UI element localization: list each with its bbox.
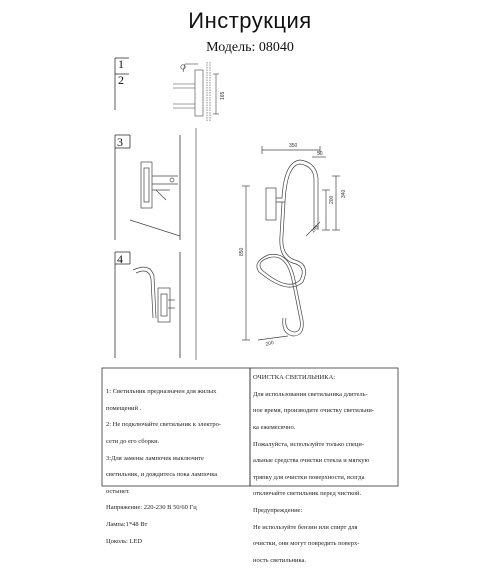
- step-1-number: 1: [118, 57, 124, 71]
- warning-line: ность светильника.: [253, 556, 307, 564]
- step-1-2-frame: [114, 57, 129, 110]
- cleaning-line: ка ежемесячно.: [253, 424, 296, 432]
- dim-base-width: 200: [265, 340, 275, 348]
- dim-width-top: 350: [289, 143, 298, 149]
- step-2-number: 2: [118, 73, 124, 87]
- cleaning-notes: ОЧИСТКА СВЕТИЛЬНИКА: Для использования с…: [253, 366, 397, 573]
- dim-side-small: 50: [317, 151, 323, 157]
- lamp-spec: Лампа:1*48 Вт: [106, 521, 148, 529]
- safety-notes: 1: Светильник предназначен для жилых пом…: [106, 380, 248, 554]
- step-4-frame: [114, 251, 181, 358]
- step-1-wall-mount-figure: [173, 62, 219, 122]
- safety-line: сети до его сборки.: [106, 438, 160, 446]
- warning-line: очистки, они могут повредить поверх-: [253, 540, 360, 548]
- safety-line: остынет.: [106, 487, 130, 495]
- cleaning-line: альные средства очистки стекла и мягкую: [253, 457, 370, 465]
- cleaning-heading: ОЧИСТКА СВЕТИЛЬНИКА:: [253, 374, 336, 382]
- warning-line: Не используйте бензин или спирт для: [253, 523, 358, 531]
- cleaning-line: отключайте светильник перед чисткой.: [253, 490, 362, 498]
- socket-spec: Цоколь: LED: [106, 537, 143, 545]
- step-4-number: 4: [117, 252, 123, 266]
- dim-height-b: 340: [341, 189, 347, 198]
- safety-line: 1: Светильник предназначен для жилых: [106, 388, 217, 396]
- right-text-box: [249, 367, 399, 487]
- model-number: Модель: 08040: [206, 40, 294, 55]
- voltage-spec: Напряжение: 220-230 В 50/60 Гц: [106, 504, 197, 512]
- assembly-diagrams: 165: [101, 57, 399, 487]
- dim-offset: 105: [310, 224, 320, 234]
- step-4-figure: [132, 266, 175, 323]
- cleaning-line: ное время, производите очистку светильни…: [253, 407, 375, 415]
- safety-line: помещений .: [106, 404, 142, 412]
- document-title: Инструкция: [188, 8, 312, 33]
- fig1-height-label: 165: [220, 91, 226, 100]
- step-3-figure: [129, 161, 181, 237]
- step-3-frame: [114, 134, 181, 240]
- cleaning-line: тряпку для очистки поверхности, всегда: [253, 473, 365, 481]
- step-3-number: 3: [117, 135, 123, 149]
- dim-height-a: 200: [329, 195, 335, 204]
- safety-line: 3:Для замены лампочек выключите: [106, 454, 204, 462]
- cleaning-line: Пожалуйста, используйте только специ-: [253, 440, 365, 448]
- lamp-drawing: [242, 146, 340, 341]
- dim-total-height: 850: [239, 247, 245, 256]
- cleaning-line: Для использования светильника длитель-: [253, 390, 368, 398]
- safety-line: светильник, и дождитесь пока лампочка: [106, 471, 218, 479]
- warning-heading: Предупреждение:: [253, 507, 303, 515]
- safety-line: 2: Не подключайте светильник к электро-: [106, 421, 222, 429]
